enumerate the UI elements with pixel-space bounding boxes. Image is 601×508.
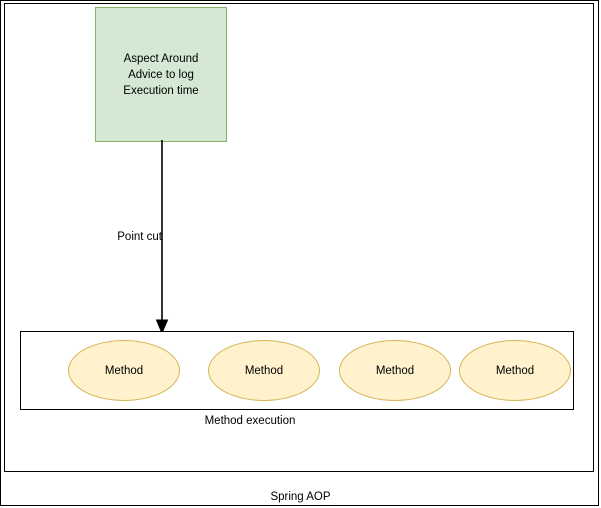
aspect-node-label: Aspect Around Advice to log Execution ti… [123,52,199,97]
method-execution-caption: Method execution [204,415,296,427]
method-node-label: Method [495,364,535,377]
method-node[interactable]: Method [208,340,320,401]
method-node-label: Method [375,364,415,377]
pointcut-label: Point cut [117,231,162,243]
figure-title: Spring AOP [270,491,331,503]
method-node[interactable]: Method [339,340,451,401]
method-node-label: Method [104,364,144,377]
method-node-label: Method [244,364,284,377]
arrowhead-down-icon [155,319,169,335]
method-node[interactable]: Method [68,340,180,401]
method-node[interactable]: Method [459,340,571,401]
pointcut-connector[interactable] [130,140,200,335]
aspect-node[interactable]: Aspect Around Advice to log Execution ti… [95,7,227,142]
